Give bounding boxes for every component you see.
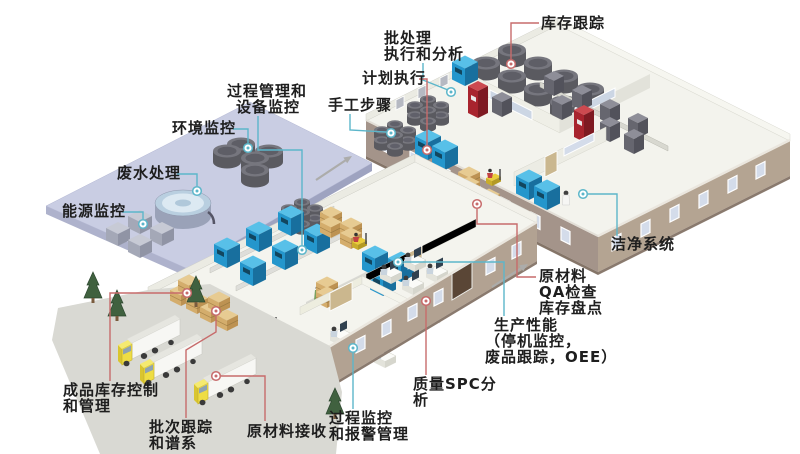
- leader-batch-exec: [422, 63, 449, 91]
- label-raw-receiving: 原材料接收: [247, 423, 327, 439]
- wastewater-tank: [154, 189, 216, 229]
- clean-room: [513, 126, 607, 210]
- leader-production-performance: [403, 261, 505, 316]
- label-line: 质量SPC分: [413, 375, 497, 393]
- leader-lines: [109, 22, 618, 421]
- label-line: 设备监控: [236, 98, 301, 116]
- marker-quality-spc: [420, 295, 432, 307]
- label-production-performance: 生产性能（停机监控，废品跟踪，OEE）: [485, 317, 617, 365]
- label-batch-exec: 批处理执行和分析: [384, 30, 464, 62]
- label-line: 批次跟踪: [149, 418, 214, 436]
- leader-raw-receiving: [221, 375, 266, 421]
- label-line: 能源监控: [62, 202, 127, 220]
- label-batch-tracking: 批次跟踪和谱系: [149, 419, 213, 451]
- label-line: 计划执行: [362, 69, 427, 87]
- marker-production-performance: [392, 256, 404, 268]
- label-process-alarm: 过程监控和报警管理: [329, 410, 409, 442]
- label-inventory-tracking: 库存跟踪: [541, 15, 605, 31]
- label-line: 废品跟踪，OEE）: [485, 348, 618, 366]
- marker-raw-qa: [471, 198, 483, 210]
- label-line: 原材料: [539, 267, 588, 285]
- marker-energy: [137, 218, 149, 230]
- flow-arrows: [315, 156, 528, 288]
- label-line: 批处理: [384, 29, 433, 47]
- marker-process-equipment: [296, 244, 308, 256]
- leader-raw-qa: [476, 209, 536, 278]
- label-line: 和管理: [63, 397, 112, 415]
- label-line: 成品库存控制: [63, 381, 160, 399]
- label-line: 和报警管理: [329, 425, 410, 443]
- label-quality-spc: 质量SPC分析: [413, 376, 497, 408]
- label-line: 执行和分析: [384, 45, 465, 63]
- label-line: QA检查: [539, 283, 598, 301]
- leader-finished-goods: [109, 292, 182, 381]
- label-line: 库存跟踪: [541, 14, 606, 32]
- label-line: 环境监控: [172, 119, 237, 137]
- label-line: 库存盘点: [539, 299, 604, 317]
- label-line: 手工步骤: [328, 96, 393, 114]
- leader-inventory-tracking: [510, 22, 539, 59]
- label-clean-system: 洁净系统: [611, 236, 675, 252]
- leader-manual-steps: [349, 114, 387, 133]
- marker-batch-exec: [445, 86, 457, 98]
- marker-batch-tracking: [210, 305, 222, 317]
- leader-env-monitoring: [233, 128, 249, 143]
- marker-inventory-tracking: [505, 58, 517, 70]
- label-line: 过程监控: [329, 409, 394, 427]
- batch-machines: [374, 55, 669, 170]
- label-line: 析: [413, 391, 430, 409]
- label-line: 生产性能: [494, 316, 559, 334]
- label-wastewater: 废水处理: [117, 165, 181, 181]
- label-process-equipment: 过程管理和设备监控: [227, 83, 307, 115]
- marker-finished-goods: [181, 287, 193, 299]
- label-line: 过程管理和: [227, 82, 308, 100]
- marker-plan-exec: [421, 144, 433, 156]
- marker-clean-system: [577, 188, 589, 200]
- leader-energy: [122, 211, 144, 219]
- leader-process-equipment: [257, 116, 303, 245]
- marker-process-alarm: [347, 342, 359, 354]
- entrance-door: [451, 261, 473, 301]
- label-line: 废水处理: [117, 164, 182, 182]
- label-line: 洁净系统: [611, 235, 676, 253]
- leader-plan-exec: [419, 78, 428, 145]
- label-energy: 能源监控: [62, 203, 126, 219]
- label-line: （停机监控，: [485, 332, 582, 350]
- main-building-windows: [355, 240, 522, 354]
- marker-env-monitoring: [242, 142, 254, 154]
- control-panels: [395, 73, 449, 111]
- leader-clean-system: [588, 193, 618, 236]
- label-finished-goods: 成品库存控制和管理: [63, 382, 159, 414]
- leader-batch-tracking: [185, 316, 217, 418]
- loading-dock: [52, 274, 342, 454]
- label-manual-steps: 手工步骤: [328, 97, 392, 113]
- marker-manual-steps: [385, 127, 397, 139]
- leader-wastewater: [177, 173, 198, 186]
- label-env-monitoring: 环境监控: [172, 120, 236, 136]
- label-plan-exec: 计划执行: [362, 70, 426, 86]
- label-line: 和谱系: [149, 434, 198, 452]
- label-line: 原材料接收: [247, 422, 328, 440]
- marker-wastewater: [191, 185, 203, 197]
- marker-raw-receiving: [210, 370, 222, 382]
